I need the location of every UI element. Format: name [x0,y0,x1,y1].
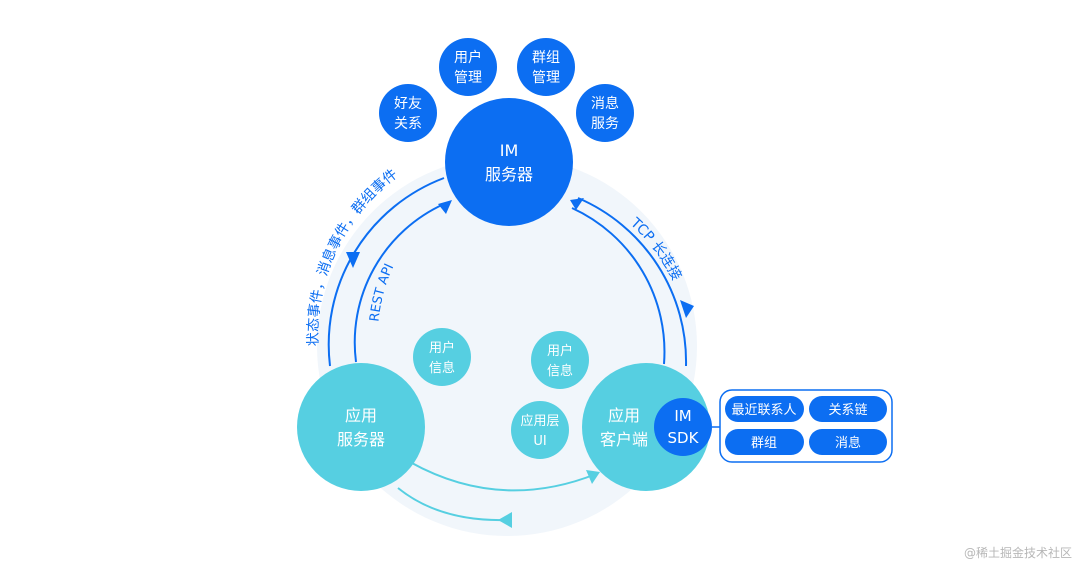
bottom-arrow-left [498,512,512,528]
svg-text:信息: 信息 [547,363,573,379]
inner-app-ui-layer: 应用层 UI [511,401,569,459]
inner-user-info-right: 用户 信息 [531,331,589,389]
svg-text:UI: UI [533,434,546,449]
bottom-arc-lower [397,487,509,522]
svg-text:关系链: 关系链 [828,403,867,418]
svg-text:应用: 应用 [608,406,640,425]
app-server-node: 应用 服务器 [297,363,425,491]
svg-text:消息: 消息 [835,435,861,451]
app-client-node: 应用 客户端 [582,363,710,491]
module-friends: 好友 关系 [379,84,437,142]
svg-text:SDK: SDK [668,429,700,447]
svg-text:服务器: 服务器 [337,430,385,449]
svg-text:服务: 服务 [591,116,619,132]
svg-text:用户: 用户 [547,343,573,359]
svg-text:信息: 信息 [429,360,455,376]
module-user-management: 用户 管理 [439,38,497,96]
svg-text:管理: 管理 [454,70,482,86]
feature-recent-contacts: 最近联系人 [725,396,804,422]
svg-text:用户: 用户 [429,340,455,356]
inner-user-info-left: 用户 信息 [413,328,471,386]
svg-text:应用层: 应用层 [520,413,559,429]
im-server-node: IM 服务器 [445,98,573,226]
svg-text:应用: 应用 [345,406,377,425]
tcp-arrow-up [570,198,584,210]
feature-relationship-chain: 关系链 [809,396,887,422]
im-sdk-node: IM SDK [654,398,712,456]
tcp-inner-arc [571,207,666,365]
module-message-service: 消息 服务 [576,84,634,142]
feature-messages: 消息 [809,429,887,455]
svg-text:IM: IM [500,141,519,160]
svg-text:服务器: 服务器 [485,165,533,184]
events-arrow-head [346,252,360,268]
svg-text:最近联系人: 最近联系人 [731,403,796,418]
sdk-features-panel: 最近联系人 关系链 群组 消息 [719,389,893,463]
svg-text:管理: 管理 [532,70,560,86]
tcp-arrow-down [680,300,694,318]
svg-text:消息: 消息 [591,95,619,112]
rest-api-arrow-head [438,200,452,214]
svg-text:客户端: 客户端 [600,430,648,449]
svg-text:群组: 群组 [532,50,560,66]
svg-text:好友: 好友 [394,96,422,112]
svg-text:用户: 用户 [454,49,482,66]
bottom-arc-upper [409,461,597,492]
feature-groups: 群组 [725,429,804,455]
bottom-arrow-right [586,470,600,484]
svg-text:IM: IM [674,407,691,425]
watermark: @稀土掘金技术社区 [963,546,1072,560]
rest-api-arc [353,203,445,363]
module-group-management: 群组 管理 [517,38,575,96]
svg-text:群组: 群组 [751,436,777,451]
svg-text:关系: 关系 [394,116,422,132]
tcp-outer-arc [577,197,688,367]
